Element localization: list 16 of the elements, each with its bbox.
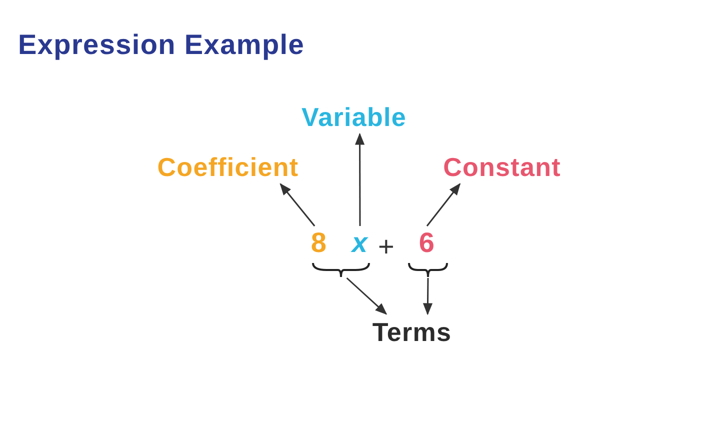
arrow xyxy=(346,277,388,315)
constant-digit: 6 xyxy=(416,226,438,260)
variable-letter: x xyxy=(350,226,370,260)
term-label: Constant xyxy=(434,150,570,184)
arrow xyxy=(355,132,365,226)
term-label: Coefficient xyxy=(146,150,310,184)
title: Expression Example xyxy=(18,28,305,62)
plus-sign: + xyxy=(378,230,394,264)
arrow xyxy=(426,183,461,226)
term-label: Terms xyxy=(366,314,458,350)
curly-brace xyxy=(312,262,370,278)
arrow xyxy=(422,278,433,316)
term-label: Variable xyxy=(290,100,418,134)
coefficient-digit: 8 xyxy=(308,226,330,260)
curly-brace xyxy=(408,262,448,278)
arrow xyxy=(280,183,316,226)
